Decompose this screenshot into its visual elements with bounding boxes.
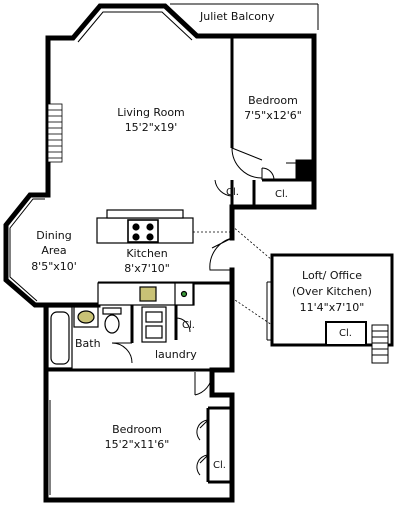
bay-windows [9, 3, 319, 495]
dining-dims: 8'5"x10' [31, 260, 77, 273]
kitchen-name: Kitchen [126, 247, 168, 260]
juliet-balcony-label: Juliet Balcony [200, 10, 275, 23]
closet-door-b [261, 167, 275, 181]
closet-shelves [286, 159, 315, 181]
washer-panel [145, 311, 163, 323]
toilet-bowl [104, 314, 120, 334]
bedroom-closet-label: Cl. [213, 460, 226, 471]
brick-wall [47, 103, 63, 163]
loft-closet [325, 321, 367, 346]
bath-door [111, 342, 133, 364]
bedroom-large-dims: 15'2"x11'6" [104, 438, 170, 451]
east-wall [229, 33, 317, 241]
laundry-fixtures [141, 306, 167, 343]
south-west-wall [43, 302, 235, 503]
living-room-dims: 15'2"x19' [124, 121, 178, 134]
burner-1 [132, 223, 140, 231]
bedroom-small-dims: 7'5"x12'6" [244, 109, 302, 122]
bath-label: Bath [75, 337, 101, 350]
laundry-label: laundry [155, 348, 197, 361]
loft-closet-label: Cl. [339, 328, 352, 339]
bath-fixtures [47, 306, 122, 369]
laundry-closet-label: Cl. [182, 320, 195, 331]
loft-dims: 11'4"x7'10" [299, 301, 365, 314]
loft [266, 253, 394, 364]
doors [111, 147, 275, 476]
dining-name: Dining [36, 229, 72, 242]
loft-sub: (Over Kitchen) [292, 285, 372, 298]
closet-b-label: Cl. [275, 189, 288, 200]
living-room-name: Living Room [117, 106, 185, 119]
burner-4 [146, 233, 154, 241]
loft-name: Loft/ Office [302, 269, 362, 282]
bedroom-closet-door-2 [196, 454, 209, 476]
laundry-closet-door [175, 317, 191, 333]
kitchen-fixtures [96, 209, 195, 306]
bedroom-door [231, 147, 263, 179]
washer-drum [145, 325, 163, 339]
bath-sink [77, 310, 95, 324]
tub-inner [50, 311, 70, 365]
kitchen-sink [139, 286, 157, 302]
living-bay-window [77, 11, 193, 43]
counter-dot [180, 290, 188, 298]
bedroom-closet-door-1 [196, 419, 209, 441]
north-wall-left [45, 3, 235, 198]
entry-door [209, 237, 233, 271]
cooktop [127, 219, 159, 243]
closet-a-label: Cl. [226, 187, 239, 198]
kitchen-east-wall [209, 267, 235, 503]
bedroom-small-name: Bedroom [248, 94, 298, 107]
dining-name-2: Area [41, 244, 67, 257]
kitchen-hood [106, 209, 184, 219]
burner-2 [146, 223, 154, 231]
bedroom-closet-shelf [295, 159, 315, 181]
bedroom-large-name: Bedroom [112, 423, 162, 436]
loft-stairs [371, 324, 389, 364]
dining-bay-window [9, 198, 45, 302]
kitchen-ceiling-lines [193, 225, 273, 326]
burner-3 [132, 233, 140, 241]
toilet-tank [102, 307, 122, 315]
closet-door-a [214, 179, 233, 197]
kitchen-dims: 8'x7'10" [124, 262, 170, 275]
bedroom-entry-door [194, 372, 213, 396]
